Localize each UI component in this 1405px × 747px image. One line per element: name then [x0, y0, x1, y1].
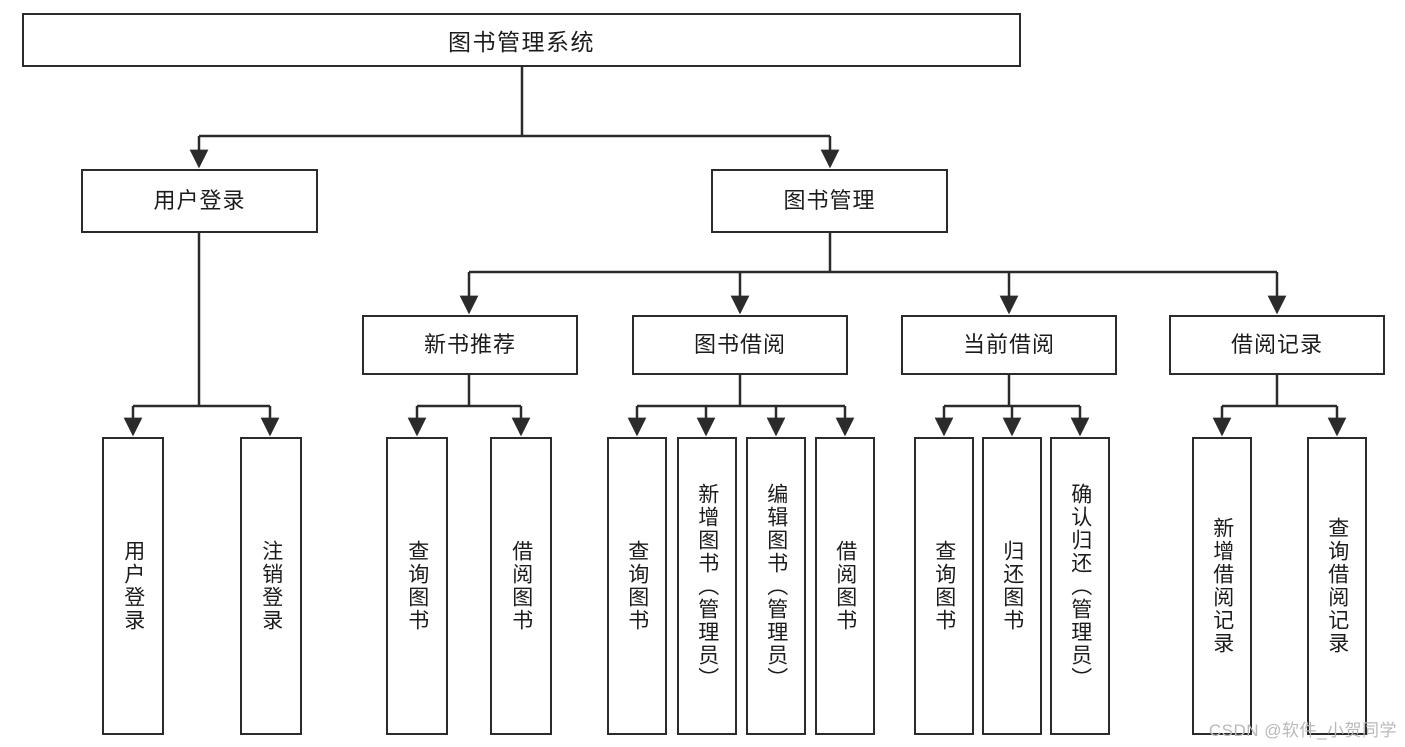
edges-borrowrecord-to-leaves [1212, 375, 1347, 437]
leaf-borrow-book-1[interactable]: 借阅图书 [490, 437, 552, 735]
edges-root-to-level2 [189, 67, 840, 169]
node-book-management[interactable]: 图书管理 [711, 169, 948, 233]
leaf-query-book-2[interactable]: 查询图书 [607, 437, 667, 735]
leaf-confirm-return[interactable]: 确认归还（管理员） [1050, 437, 1110, 735]
node-book-management-label: 图书管理 [783, 187, 876, 213]
leaf-user-login[interactable]: 用户登录 [102, 437, 164, 735]
leaf-edit-book-label: 编辑图书（管理员） [764, 482, 788, 690]
leaf-user-logout[interactable]: 注销登录 [240, 437, 302, 735]
node-root[interactable]: 图书管理系统 [22, 13, 1021, 67]
leaf-add-record[interactable]: 新增借阅记录 [1192, 437, 1252, 735]
node-current-borrow[interactable]: 当前借阅 [901, 315, 1117, 375]
node-new-book-recommend-label: 新书推荐 [423, 331, 516, 357]
leaf-add-book[interactable]: 新增图书（管理员） [677, 437, 737, 735]
node-current-borrow-label: 当前借阅 [962, 331, 1055, 357]
leaf-confirm-return-label: 确认归还（管理员） [1068, 482, 1092, 690]
edges-newbook-to-leaves [407, 375, 531, 437]
leaf-borrow-book-2[interactable]: 借阅图书 [815, 437, 875, 735]
edges-booksmgmt-to-level3 [459, 233, 1287, 315]
leaf-query-book-3[interactable]: 查询图书 [914, 437, 974, 735]
edges-userlogin-to-leaves [123, 233, 280, 437]
edges-bookborrow-to-leaves [627, 375, 855, 437]
leaf-return-book-label: 归还图书 [1000, 540, 1024, 632]
leaf-edit-book[interactable]: 编辑图书（管理员） [746, 437, 806, 735]
leaf-query-book-3-label: 查询图书 [932, 540, 956, 632]
leaf-user-login-label: 用户登录 [121, 540, 145, 632]
leaf-add-book-label: 新增图书（管理员） [695, 482, 719, 690]
leaf-query-book-1-label: 查询图书 [405, 540, 429, 632]
leaf-user-logout-label: 注销登录 [259, 540, 283, 632]
node-book-borrow[interactable]: 图书借阅 [632, 315, 848, 375]
leaf-query-record-label: 查询借阅记录 [1325, 517, 1349, 655]
leaf-add-record-label: 新增借阅记录 [1210, 517, 1234, 655]
node-borrow-record-label: 借阅记录 [1230, 331, 1323, 357]
node-book-borrow-label: 图书借阅 [693, 331, 786, 357]
leaf-borrow-book-1-label: 借阅图书 [509, 540, 533, 632]
leaf-borrow-book-2-label: 借阅图书 [833, 540, 857, 632]
edges-currentborrow-to-leaves [934, 375, 1090, 437]
node-user-login-label: 用户登录 [153, 187, 246, 213]
node-new-book-recommend[interactable]: 新书推荐 [362, 315, 578, 375]
leaf-query-book-2-label: 查询图书 [625, 540, 649, 632]
leaf-query-book-1[interactable]: 查询图书 [386, 437, 448, 735]
node-borrow-record[interactable]: 借阅记录 [1169, 315, 1385, 375]
node-user-login[interactable]: 用户登录 [81, 169, 318, 233]
leaf-return-book[interactable]: 归还图书 [982, 437, 1042, 735]
node-root-label: 图书管理系统 [448, 29, 595, 55]
leaf-query-record[interactable]: 查询借阅记录 [1307, 437, 1367, 735]
